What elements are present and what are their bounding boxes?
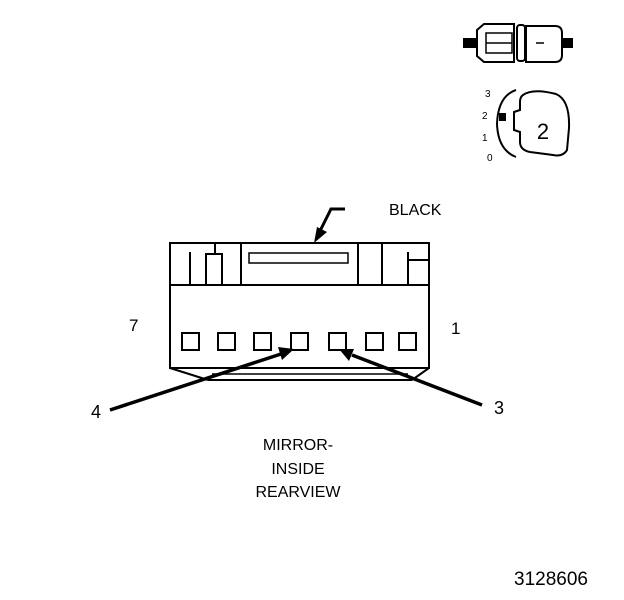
- key-scale-label-3: 3: [485, 89, 491, 100]
- cavity-3: [328, 332, 347, 351]
- key-clip-icon: 2 3 2 1 0: [482, 89, 571, 164]
- pin-end-label-left: 7: [129, 316, 138, 335]
- connector-body: [169, 242, 430, 381]
- key-scale-label-0: 0: [487, 153, 493, 164]
- cavity-7: [181, 332, 200, 351]
- figure-id: 3128606: [514, 569, 588, 590]
- cavity-2: [365, 332, 384, 351]
- connector-name: MIRROR- INSIDE REARVIEW: [255, 437, 341, 501]
- color-callout: BLACK: [314, 202, 442, 243]
- key-number-label: 2: [537, 119, 549, 144]
- cavity-4: [290, 332, 309, 351]
- key-scale-label-1: 1: [482, 133, 488, 144]
- pin-end-label-right: 1: [451, 319, 460, 338]
- key-scale-label-2: 2: [482, 111, 488, 122]
- connector-color-label: BLACK: [389, 202, 442, 219]
- cavity-1: [398, 332, 417, 351]
- pin-4-callout-arrow: [109, 347, 294, 412]
- cavity-6: [217, 332, 236, 351]
- connector-name-line-2: INSIDE: [271, 461, 324, 478]
- connector-name-line-3: REARVIEW: [255, 484, 341, 501]
- pin-4-callout-label: 4: [91, 402, 101, 422]
- connector-cavities: [181, 332, 417, 351]
- pin-3-callout-arrow: [339, 349, 483, 407]
- cavity-5: [253, 332, 272, 351]
- connector-side-view-icon: [463, 23, 573, 63]
- pin-3-callout-label: 3: [494, 398, 504, 418]
- connector-name-line-1: MIRROR-: [263, 437, 333, 454]
